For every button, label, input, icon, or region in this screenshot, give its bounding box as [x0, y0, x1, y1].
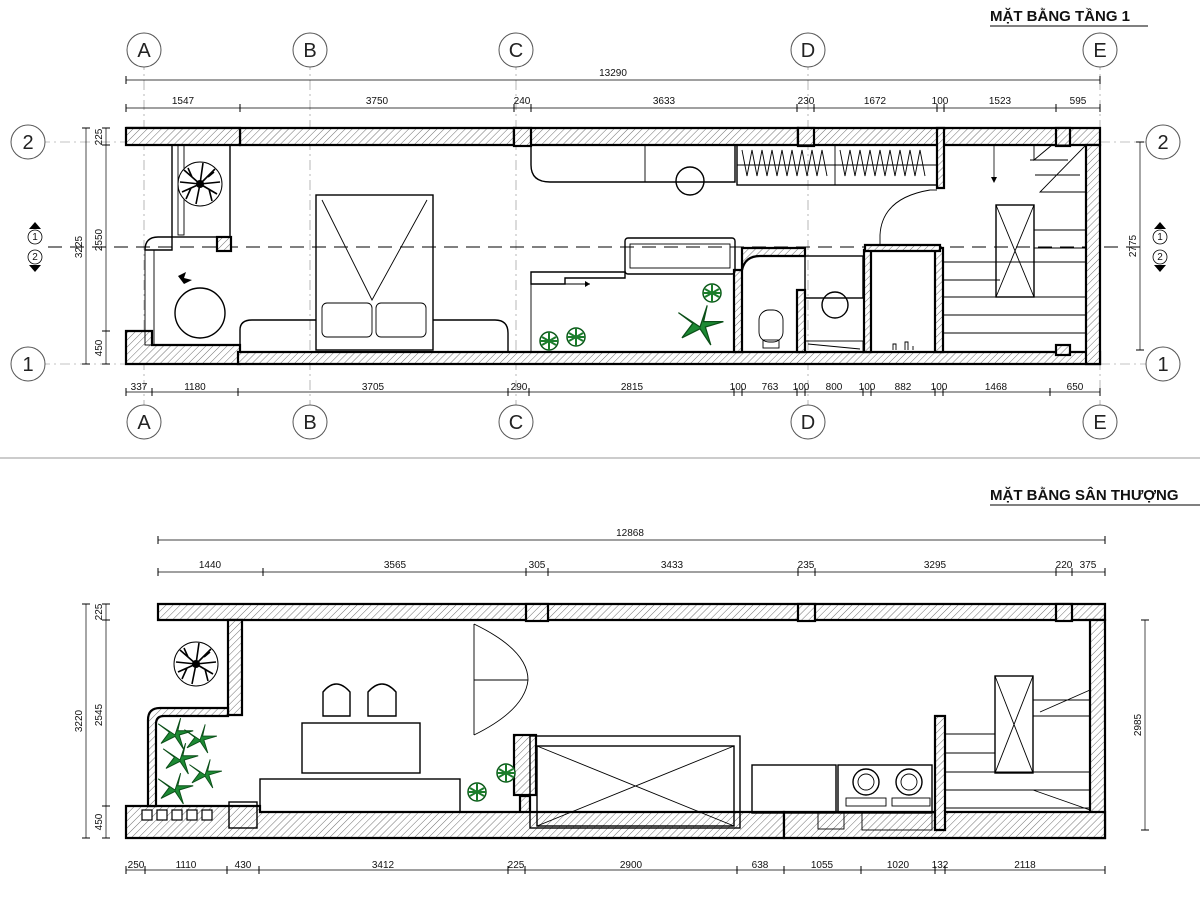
axis-b-top: B	[303, 40, 316, 62]
rooftop-title: MẶT BẰNG SÂN THƯỢNG	[990, 486, 1179, 504]
rooftop-top-dim-3: 305	[529, 560, 546, 571]
floor1-axis-markers-bottom: A B C D E	[126, 404, 1118, 440]
rooftop-left-dim-2: 2545	[94, 703, 105, 726]
rooftop-bottom-dim-8: 1055	[811, 860, 834, 871]
floor1-title: MẶT BẰNG TẦNG 1	[990, 7, 1130, 25]
floor1-left-dim-total: 3225	[74, 235, 85, 258]
axis-d-bottom: D	[801, 412, 815, 434]
rooftop-walls	[124, 602, 1107, 840]
rooftop-bottom-dim-6: 2900	[620, 860, 643, 871]
floor1-bottom-dim-13: 1468	[985, 382, 1008, 393]
floor1-top-dim-3: 240	[514, 96, 531, 107]
rooftop-overall-dim: 12868	[616, 528, 644, 539]
floor1-bottom-dim-11: 882	[895, 382, 912, 393]
floor1-bottom-dim-9: 800	[826, 382, 843, 393]
floor1-bottom-dim-4: 290	[511, 382, 528, 393]
rooftop-top-dim-8: 375	[1080, 560, 1097, 571]
axis-c-top: C	[509, 40, 523, 62]
axis-e-bottom: E	[1093, 412, 1106, 434]
rooftop-dimensions-top: 12868 1440 3565 305 3433 235 3295 220 37…	[157, 528, 1106, 576]
floor1-axis-markers-top: A B C D E	[126, 32, 1118, 68]
rooftop-bottom-dim-7: 638	[752, 860, 769, 871]
floor1-walls	[124, 126, 1102, 366]
rooftop-top-dim-4: 3433	[661, 560, 684, 571]
rooftop-bottom-dim-1: 250	[128, 860, 145, 871]
rooftop-right-dim: 2985	[1133, 713, 1144, 736]
floor1-bottom-dim-3: 3705	[362, 382, 385, 393]
floor1-bottom-dim-12: 100	[931, 382, 948, 393]
floor1-bottom-dim-8: 100	[793, 382, 810, 393]
rooftop-bottom-dim-2: 1110	[176, 860, 197, 871]
floor1-bottom-dim-6: 100	[730, 382, 747, 393]
axis-d-top: D	[801, 40, 815, 62]
floor1-bottom-dim-1: 337	[131, 382, 148, 393]
floor1-left-dim-3: 450	[94, 339, 105, 356]
floor1-top-dim-9: 595	[1070, 96, 1087, 107]
floor1-left-dim-1: 225	[94, 128, 105, 145]
section-mark-left-2: 2	[32, 252, 38, 263]
floor1-bottom-dim-5: 2815	[621, 382, 644, 393]
floor1-dimensions-left: 3225 225 2550 450 2775	[74, 127, 1144, 365]
rooftop-bottom-dim-10: 132	[932, 860, 949, 871]
rooftop-bottom-dim-11: 2118	[1014, 860, 1036, 871]
section-mark-left-1: 1	[32, 232, 38, 243]
floor1-bottom-dim-7: 763	[762, 382, 779, 393]
floor1-bottom-dim-14: 650	[1067, 382, 1084, 393]
floor1-top-dim-1: 1547	[172, 96, 195, 107]
rooftop-dimensions-side: 3220 225 2545 450 2985	[74, 603, 1149, 839]
rooftop-top-dim-7: 220	[1056, 560, 1073, 571]
floor1-bottom-dim-10: 100	[859, 382, 876, 393]
axis-c-bottom: C	[509, 412, 523, 434]
axis-1-right: 1	[1157, 354, 1168, 376]
axis-a-bottom: A	[137, 412, 151, 434]
floor1-furniture	[144, 144, 1088, 353]
floor1-bottom-dim-2: 1180	[184, 382, 206, 393]
floor1-top-dim-7: 100	[932, 96, 949, 107]
rooftop-left-dim-3: 450	[94, 813, 105, 830]
rooftop-left-dim-1: 225	[94, 603, 105, 620]
floor1-top-dim-4: 3633	[653, 96, 676, 107]
axis-2-left: 2	[22, 132, 33, 154]
rooftop-dimensions-bottom: 250 1110 430 3412 225 2900 638 1055 1020…	[125, 860, 1106, 874]
floor1-top-dim-2: 3750	[366, 96, 389, 107]
axis-e-top: E	[1093, 40, 1106, 62]
axis-a-top: A	[137, 40, 151, 62]
floor1-left-dim-2: 2550	[94, 228, 105, 251]
rooftop-furniture	[141, 623, 1091, 831]
rooftop-top-dim-1: 1440	[199, 560, 222, 571]
floor1-axis-markers-side: 2 1 2 1	[10, 124, 1181, 382]
section-mark-right-2: 2	[1157, 252, 1163, 263]
rooftop-bottom-dim-9: 1020	[887, 860, 910, 871]
floor1-top-dim-8: 1523	[989, 96, 1012, 107]
floor1-top-dim-5: 230	[798, 96, 815, 107]
floor1-dimensions-top: 13290 1547 3750 240 3633 230 1672 100 15…	[125, 68, 1101, 112]
rooftop-top-dim-5: 235	[798, 560, 815, 571]
floor1-dimensions-bottom: 337 1180 3705 290 2815 100 763 100 800 1…	[125, 382, 1101, 396]
rooftop-bottom-dim-3: 430	[235, 860, 252, 871]
section-mark-right-1: 1	[1157, 232, 1163, 243]
rooftop-top-dim-6: 3295	[924, 560, 947, 571]
rooftop-top-dim-2: 3565	[384, 560, 407, 571]
axis-2-right: 2	[1157, 132, 1168, 154]
rooftop-left-dim-total: 3220	[74, 709, 85, 732]
floor1-top-dim-6: 1672	[864, 96, 887, 107]
floor1-right-dim: 2775	[1128, 234, 1139, 257]
floor1-overall-dim: 13290	[599, 68, 627, 79]
axis-1-left: 1	[22, 354, 33, 376]
rooftop-bottom-dim-4: 3412	[372, 860, 395, 871]
axis-b-bottom: B	[303, 412, 316, 434]
rooftop-bottom-dim-5: 225	[508, 860, 525, 871]
